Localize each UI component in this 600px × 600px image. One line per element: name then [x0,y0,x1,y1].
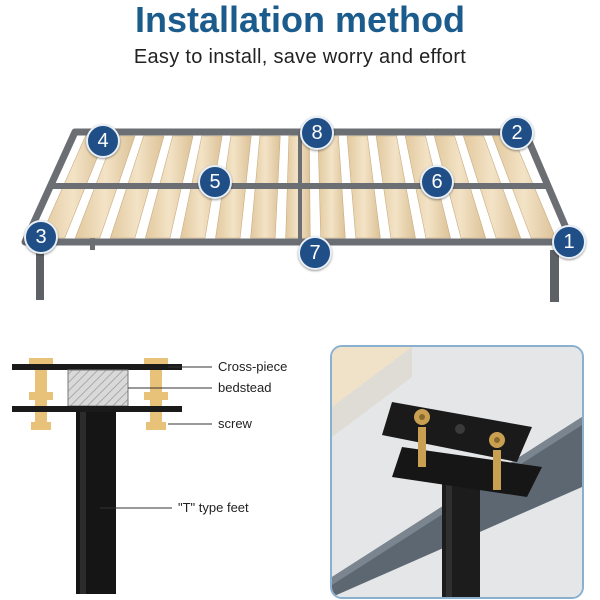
bolt-left [29,358,53,430]
leg-front-left [36,250,44,300]
slats [39,134,557,240]
bracket-photo [330,345,584,599]
point-badge-6: 6 [420,165,454,199]
page-subtitle: Easy to install, save worry and effort [133,46,467,68]
point-badge-1: 1 [552,225,586,259]
bracket-photo-art [332,347,582,597]
point-badge-2: 2 [500,116,534,150]
cross-piece-plate [12,364,182,370]
point-badge-5: 5 [198,165,232,199]
point-badge-7: 7 [298,236,332,270]
leg-front-right [550,250,559,302]
bedstead-label: bedstead [218,380,272,395]
point-badge-3: 3 [24,220,58,254]
bedstead-block [67,369,129,407]
page-title: Installation method [134,0,465,40]
point-badge-8: 8 [300,116,334,150]
screw-label: screw [218,416,252,431]
bolt-right [144,358,168,430]
feet-label: "T" type feet [178,500,249,515]
cross-section-diagram [12,358,212,594]
cross-piece-label: Cross-piece [218,359,288,374]
lower-plate [12,406,182,412]
point-badge-4: 4 [86,124,120,158]
